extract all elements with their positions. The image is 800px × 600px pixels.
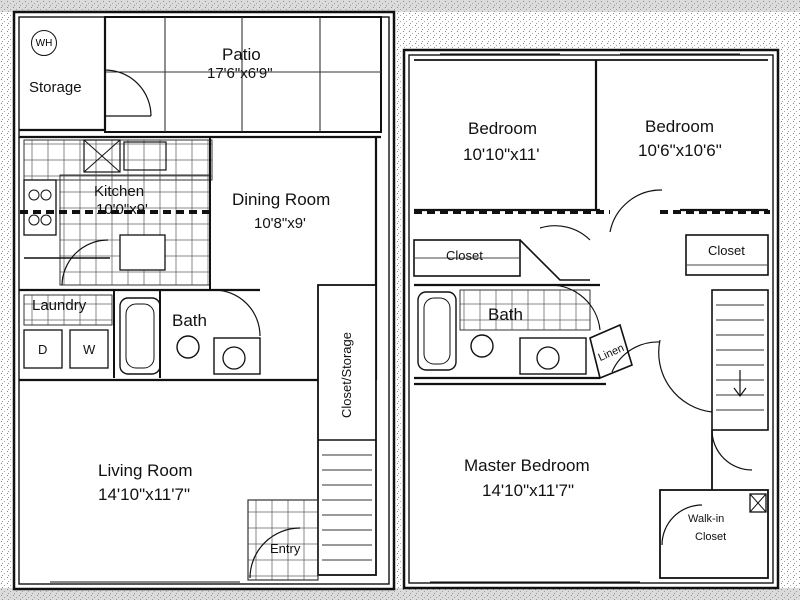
entry-label: Entry <box>270 541 301 556</box>
kitchen-size: 10'0"x9' <box>96 201 148 218</box>
upper-floor <box>402 48 780 590</box>
kitchen-label: Kitchen <box>94 183 145 200</box>
bath-upstairs-label: Bath <box>488 305 523 324</box>
walk-in-closet-label: Closet <box>695 531 727 543</box>
dryer-label: D <box>38 342 48 357</box>
master-bedroom-size: 14'10"x11'7" <box>482 481 574 500</box>
patio-label: Patio <box>222 45 261 64</box>
dining-room-label: Dining Room <box>232 190 331 209</box>
master-bedroom-label: Master Bedroom <box>464 456 590 475</box>
bath-downstairs-label: Bath <box>172 311 207 330</box>
closet-right-label: Closet <box>708 243 745 258</box>
closet-storage-label: Closet/Storage <box>339 332 354 418</box>
washer-label: W <box>83 342 96 357</box>
bedroom-1-size: 10'10"x11' <box>463 145 540 164</box>
living-room-size: 14'10"x11'7" <box>98 485 190 504</box>
laundry-label: Laundry <box>32 297 87 314</box>
ground-floor <box>12 10 396 591</box>
windows <box>50 53 740 583</box>
storage-label: Storage <box>29 79 82 96</box>
bedroom-2-label: Bedroom <box>645 117 714 136</box>
patio-size: 17'6"x6'9" <box>207 65 273 82</box>
bedroom-2-size: 10'6"x10'6" <box>638 141 722 160</box>
walk-in-label: Walk-in <box>688 513 725 525</box>
living-room-label: Living Room <box>98 461 193 480</box>
water-heater-icon: WH <box>31 30 57 56</box>
bedroom-1-label: Bedroom <box>468 119 537 138</box>
dining-room-size: 10'8"x9' <box>254 215 306 232</box>
closet-left-label: Closet <box>446 248 483 263</box>
